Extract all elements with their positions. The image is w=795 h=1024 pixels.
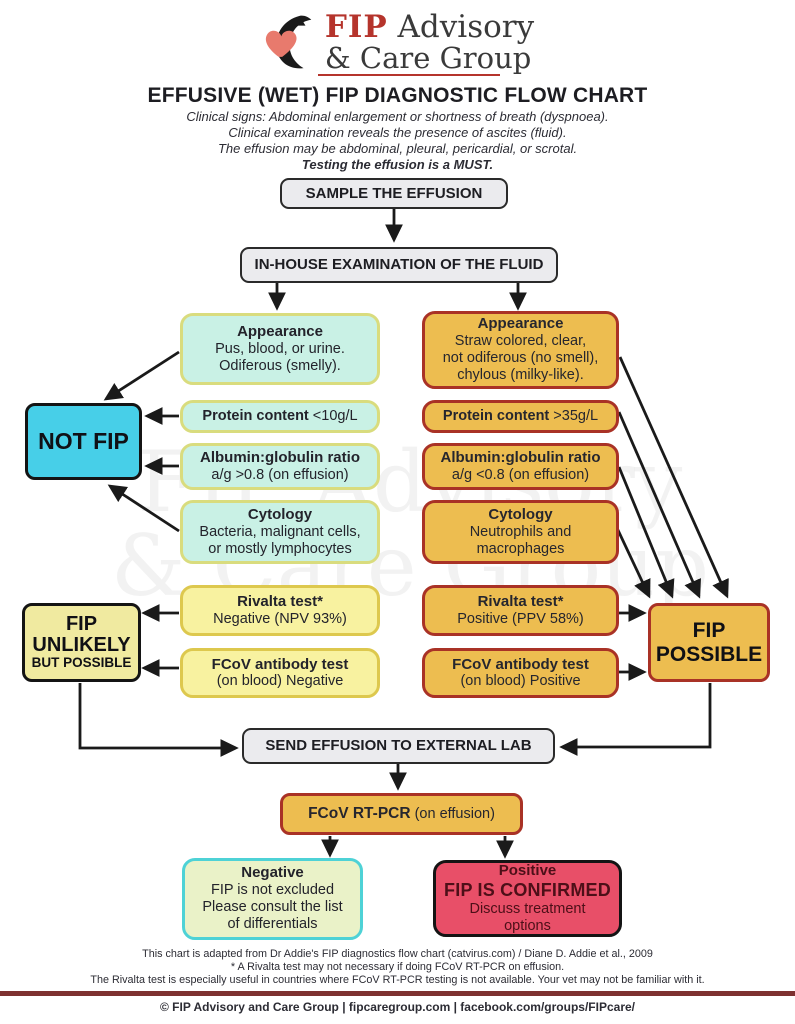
node-fip-unlikely: FIP UNLIKELY BUT POSSIBLE — [22, 603, 141, 682]
footnote-source: This chart is adapted from Dr Addie's FI… — [142, 948, 653, 960]
protein-left-label: Protein content <10g/L — [202, 407, 358, 424]
cat-heart-logo-icon — [265, 15, 312, 69]
rivalta-right-body: Positive (PPV 58%) — [457, 610, 584, 627]
logo-advisory: Advisory — [397, 9, 535, 45]
effusion-types-line: The effusion may be abdominal, pleural, … — [217, 141, 578, 156]
result-positive-title: Positive — [498, 861, 557, 879]
node-rivalta-right: Rivalta test* Positive (PPV 58%) — [422, 585, 619, 636]
albumin-right-body: a/g <0.8 (on effusion) — [451, 466, 590, 483]
node-rivalta-left: Rivalta test* Negative (NPV 93%) — [180, 585, 380, 636]
footnote-rivalta-availability: The Rivalta test is especially useful in… — [90, 974, 705, 986]
node-send-external-lab: SEND EFFUSION TO EXTERNAL LAB — [242, 728, 555, 764]
appearance-left-title: Appearance — [237, 323, 323, 341]
clinical-signs-line: Clinical signs: Abdominal enlargement or… — [186, 109, 609, 124]
footer-credits: © FIP Advisory and Care Group | fipcareg… — [160, 1000, 635, 1014]
fip-possible-line2: POSSIBLE — [655, 642, 763, 666]
protein-right-label: Protein content >35g/L — [442, 407, 599, 424]
node-result-negative: Negative FIP is not excluded Please cons… — [182, 858, 363, 940]
logo-text: FIP Advisory & Care Group — [324, 9, 535, 75]
node-fcov-antibody-left: FCoV antibody test (on blood) Negative — [180, 648, 380, 698]
fip-unlikely-line2: UNLIKELY — [32, 634, 131, 657]
sample-effusion-label: SAMPLE THE EFFUSION — [305, 184, 483, 202]
node-inhouse-examination: IN-HOUSE EXAMINATION OF THE FLUID — [240, 247, 558, 283]
clinical-exam-line: Clinical examination reveals the presenc… — [228, 125, 567, 140]
node-appearance-left: Appearance Pus, blood, or urine. Odifero… — [180, 313, 380, 385]
node-sample-effusion: SAMPLE THE EFFUSION — [280, 178, 508, 209]
rivalta-left-title: Rivalta test* — [237, 593, 323, 611]
result-positive-body: Discuss treatment options — [469, 900, 586, 934]
appearance-left-body: Pus, blood, or urine. Odiferous (smelly)… — [215, 340, 345, 374]
fcov-right-title: FCoV antibody test — [452, 655, 589, 673]
logo-underline — [318, 74, 500, 76]
footer-divider-bar — [0, 991, 795, 996]
node-fcov-antibody-right: FCoV antibody test (on blood) Positive — [422, 648, 619, 698]
logo-fip: FIP — [324, 9, 388, 45]
node-albumin-right: Albumin:globulin ratio a/g <0.8 (on effu… — [422, 443, 619, 490]
fip-unlikely-line3: BUT POSSIBLE — [31, 655, 132, 671]
albumin-right-title: Albumin:globulin ratio — [440, 449, 601, 467]
logo-care-group: & Care Group — [324, 40, 532, 75]
node-cytology-right: Cytology Neutrophils and macrophages — [422, 500, 619, 564]
albumin-left-body: a/g >0.8 (on effusion) — [211, 466, 349, 483]
fcov-left-body: (on blood) Negative — [216, 673, 344, 690]
node-protein-right: Protein content >35g/L — [422, 400, 619, 433]
rivalta-left-body: Negative (NPV 93%) — [213, 610, 347, 627]
fip-unlikely-line1: FIP — [65, 613, 98, 636]
testing-must-line: Testing the effusion is a MUST. — [301, 157, 494, 172]
footnote-rivalta-asterisk: * A Rivalta test may not necessary if do… — [230, 961, 565, 973]
node-fip-possible: FIP POSSIBLE — [648, 603, 770, 682]
inhouse-examination-label: IN-HOUSE EXAMINATION OF THE FLUID — [254, 256, 544, 274]
node-protein-left: Protein content <10g/L — [180, 400, 380, 433]
send-external-lab-label: SEND EFFUSION TO EXTERNAL LAB — [265, 737, 532, 755]
albumin-left-title: Albumin:globulin ratio — [200, 449, 360, 467]
logo: FIP Advisory & Care Group — [0, 9, 795, 75]
result-positive-headline: FIP IS CONFIRMED — [444, 879, 611, 900]
node-appearance-right: Appearance Straw colored, clear, not odi… — [422, 311, 619, 389]
node-not-fip: NOT FIP — [25, 403, 142, 480]
cytology-right-title: Cytology — [488, 506, 553, 524]
page-title: EFFUSIVE (WET) FIP DIAGNOSTIC FLOW CHART — [147, 84, 648, 107]
fcov-left-title: FCoV antibody test — [211, 655, 349, 673]
cytology-left-body: Bacteria, malignant cells, or mostly lym… — [199, 523, 361, 557]
fip-possible-line1: FIP — [692, 619, 726, 643]
cytology-left-title: Cytology — [247, 506, 313, 524]
fcov-right-body: (on blood) Positive — [460, 673, 581, 690]
node-fcov-rtpcr: FCoV RT-PCR (on effusion) — [280, 793, 523, 835]
node-cytology-left: Cytology Bacteria, malignant cells, or m… — [180, 500, 380, 564]
result-negative-title: Negative — [241, 864, 304, 882]
appearance-right-title: Appearance — [477, 315, 564, 333]
not-fip-label: NOT FIP — [38, 427, 129, 454]
cytology-right-body: Neutrophils and macrophages — [469, 523, 572, 557]
node-albumin-left: Albumin:globulin ratio a/g >0.8 (on effu… — [180, 443, 380, 490]
fcov-rtpcr-label: FCoV RT-PCR (on effusion) — [308, 804, 495, 822]
node-result-positive: Positive FIP IS CONFIRMED Discuss treatm… — [433, 860, 622, 937]
result-negative-body: FIP is not excluded Please consult the l… — [202, 882, 343, 933]
rivalta-right-title: Rivalta test* — [477, 593, 564, 611]
appearance-right-body: Straw colored, clear, not odiferous (no … — [442, 333, 599, 384]
